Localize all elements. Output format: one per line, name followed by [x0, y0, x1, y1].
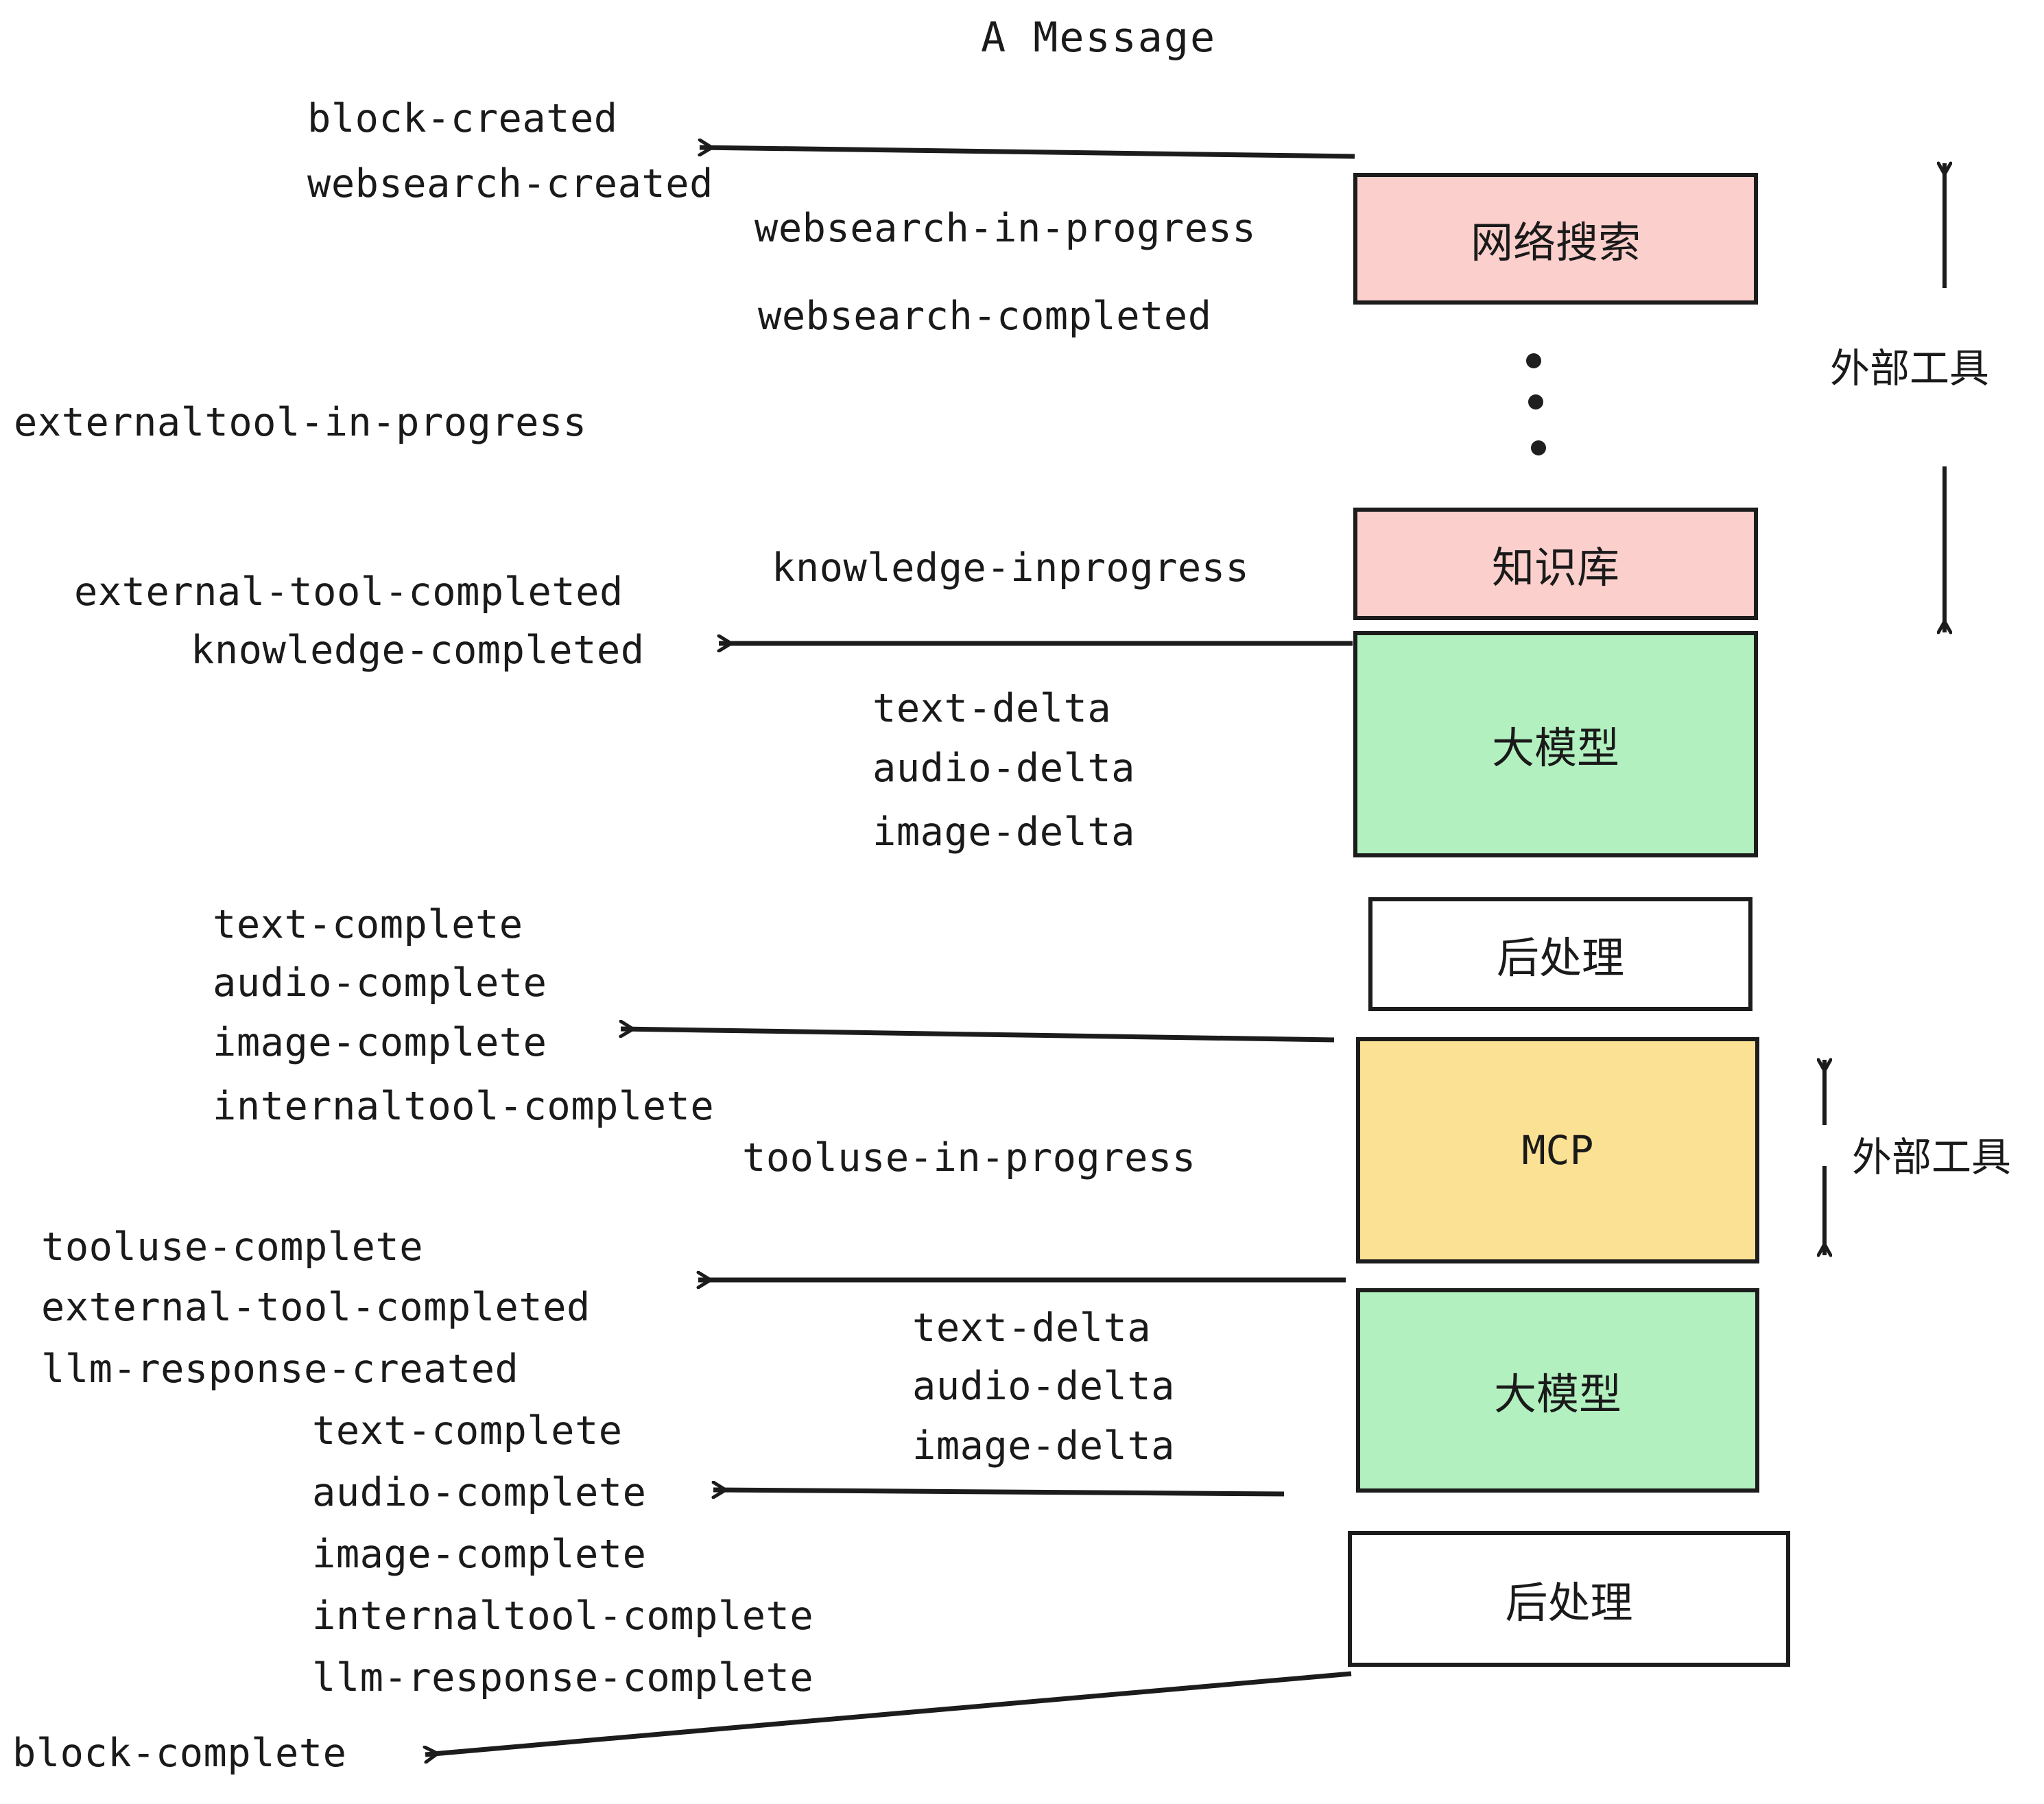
event-websearch-created: websearch-created [307, 161, 713, 206]
arrow-websearch-to-blockcreated [700, 147, 1355, 159]
arrow-llm2-to-audiocomplete [713, 1490, 1285, 1494]
side-label-external-tools-top: 外部工具 [1830, 345, 1990, 392]
arrow-postprocess1-to-imagecomplete [621, 1029, 1335, 1043]
node-llm-2-label: 大模型 [1493, 1369, 1621, 1419]
event-audio-complete-1: audio-complete [213, 960, 547, 1006]
event-text-delta-1: text-delta [872, 686, 1112, 731]
arrow-postprocess2-to-blockcomplete [425, 1671, 1352, 1755]
node-knowledge[interactable]: 知识库 [1353, 508, 1758, 620]
event-text-complete-2: text-complete [312, 1408, 623, 1453]
event-llm-response-complete: llm-response-complete [312, 1655, 814, 1700]
node-llm-1[interactable]: 大模型 [1353, 631, 1758, 857]
event-image-complete-1: image-complete [213, 1020, 547, 1065]
node-postprocess-1[interactable]: 后处理 [1368, 897, 1752, 1011]
event-text-delta-2: text-delta [912, 1305, 1152, 1351]
ellipsis-dot-1 [1526, 353, 1541, 368]
event-internaltool-complete-2: internaltool-complete [312, 1593, 814, 1639]
event-external-tool-completed-1: external-tool-completed [74, 569, 623, 615]
event-websearch-in-progress: websearch-in-progress [754, 206, 1257, 251]
node-postprocess-2[interactable]: 后处理 [1348, 1531, 1790, 1667]
node-postprocess-2-label: 后处理 [1505, 1578, 1633, 1628]
event-llm-response-created: llm-response-created [41, 1346, 519, 1392]
node-websearch-label: 网络搜索 [1470, 217, 1641, 268]
event-knowledge-completed: knowledge-completed [191, 628, 645, 673]
event-image-complete-2: image-complete [312, 1532, 647, 1577]
node-postprocess-1-label: 后处理 [1496, 933, 1624, 983]
node-websearch[interactable]: 网络搜索 [1353, 173, 1758, 305]
event-internaltool-complete-1: internaltool-complete [213, 1084, 715, 1129]
event-audio-delta-2: audio-delta [912, 1364, 1175, 1409]
node-llm-2[interactable]: 大模型 [1356, 1288, 1759, 1493]
event-image-delta-1: image-delta [872, 809, 1135, 855]
ellipsis-dot-2 [1528, 394, 1543, 410]
event-websearch-completed: websearch-completed [758, 294, 1212, 339]
event-audio-delta-1: audio-delta [872, 746, 1135, 791]
event-audio-complete-2: audio-complete [312, 1470, 647, 1515]
event-external-tool-completed-2: external-tool-completed [41, 1285, 591, 1330]
event-block-created: block-created [307, 96, 618, 141]
node-llm-1-label: 大模型 [1491, 723, 1619, 773]
node-knowledge-label: 知识库 [1491, 543, 1619, 593]
event-knowledge-inprogress: knowledge-inprogress [772, 545, 1250, 591]
side-label-external-tools-bottom: 外部工具 [1852, 1134, 2012, 1180]
diagram-title: A Message [981, 14, 1217, 62]
node-mcp-label: MCP [1521, 1127, 1594, 1174]
event-block-complete: block-complete [12, 1731, 347, 1776]
event-text-complete-1: text-complete [213, 902, 523, 947]
event-tooluse-in-progress: tooluse-in-progress [742, 1135, 1196, 1180]
node-mcp[interactable]: MCP [1356, 1037, 1759, 1263]
event-image-delta-2: image-delta [912, 1423, 1175, 1469]
ellipsis-dot-3 [1531, 440, 1546, 455]
event-tooluse-complete: tooluse-complete [41, 1224, 424, 1270]
event-externaltool-in-progress: externaltool-in-progress [14, 400, 587, 445]
